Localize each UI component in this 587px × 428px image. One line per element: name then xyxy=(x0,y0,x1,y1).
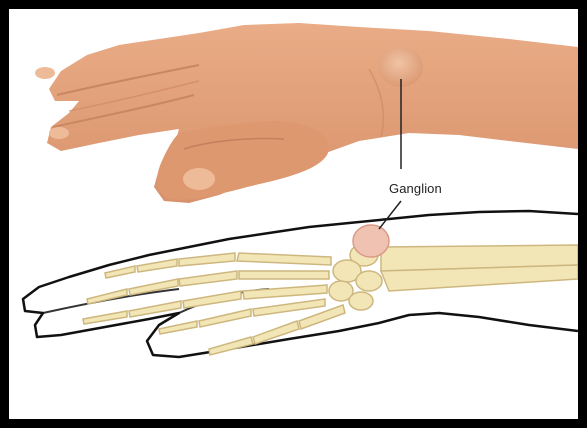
fingernail-1 xyxy=(35,67,55,79)
thumbnail xyxy=(183,168,215,190)
ganglion-label: Ganglion xyxy=(389,181,442,196)
thumb-skin xyxy=(157,121,329,200)
ganglion-cyst xyxy=(353,225,389,257)
forearm-skin xyxy=(47,23,578,203)
skeletal-hand xyxy=(23,201,578,357)
cyst-leader-line xyxy=(379,201,401,229)
fingernail-2 xyxy=(49,127,69,139)
hand-anatomy-illustration xyxy=(9,9,578,419)
external-hand xyxy=(35,23,578,203)
finger-bones xyxy=(83,253,345,355)
